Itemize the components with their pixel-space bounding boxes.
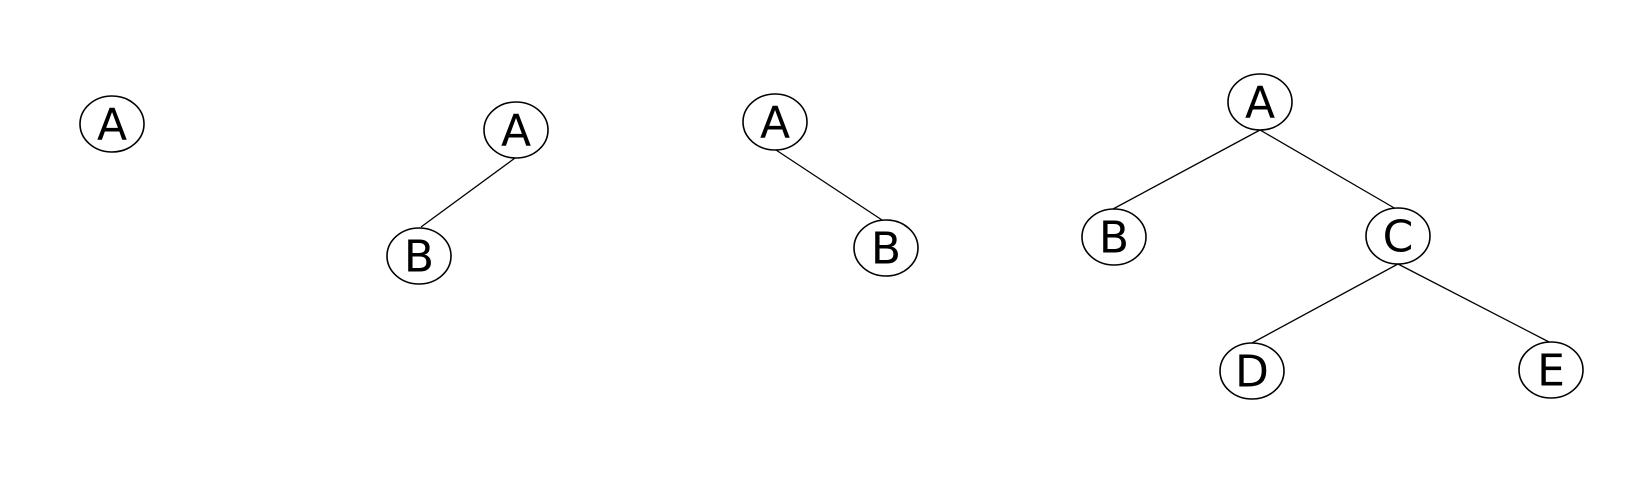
tree-4-node-c: C xyxy=(1365,207,1431,265)
svg-text:D: D xyxy=(1235,347,1269,398)
svg-text:A: A xyxy=(1245,78,1275,129)
svg-text:C: C xyxy=(1383,212,1414,263)
svg-text:A: A xyxy=(760,98,790,149)
tree-1: A xyxy=(79,95,145,153)
tree-2-node-a: A xyxy=(483,101,549,159)
svg-text:B: B xyxy=(871,224,901,275)
svg-text:B: B xyxy=(404,232,434,283)
tree-4-edge-a-b xyxy=(1112,129,1261,210)
svg-text:E: E xyxy=(1537,346,1565,397)
tree-4: A B C D E xyxy=(1081,73,1584,400)
svg-text:A: A xyxy=(97,100,127,151)
tree-3-node-a: A xyxy=(742,93,808,151)
tree-2: A B xyxy=(386,101,549,285)
tree-3-edge-a-b xyxy=(775,149,883,221)
tree-4-node-d: D xyxy=(1219,342,1285,400)
tree-4-node-b: B xyxy=(1081,208,1147,266)
tree-4-node-a: A xyxy=(1227,73,1293,131)
tree-2-edge-a-b xyxy=(420,157,516,228)
tree-4-edge-c-e xyxy=(1397,263,1552,344)
tree-2-node-b: B xyxy=(386,227,452,285)
svg-text:B: B xyxy=(1099,213,1129,264)
svg-text:A: A xyxy=(501,106,531,157)
tree-1-node-a: A xyxy=(79,95,145,153)
tree-3: A B xyxy=(742,93,919,277)
tree-4-edge-c-d xyxy=(1251,263,1399,344)
tree-4-edge-a-c xyxy=(1259,129,1397,210)
tree-3-node-b: B xyxy=(853,219,919,277)
tree-4-node-e: E xyxy=(1518,341,1584,399)
